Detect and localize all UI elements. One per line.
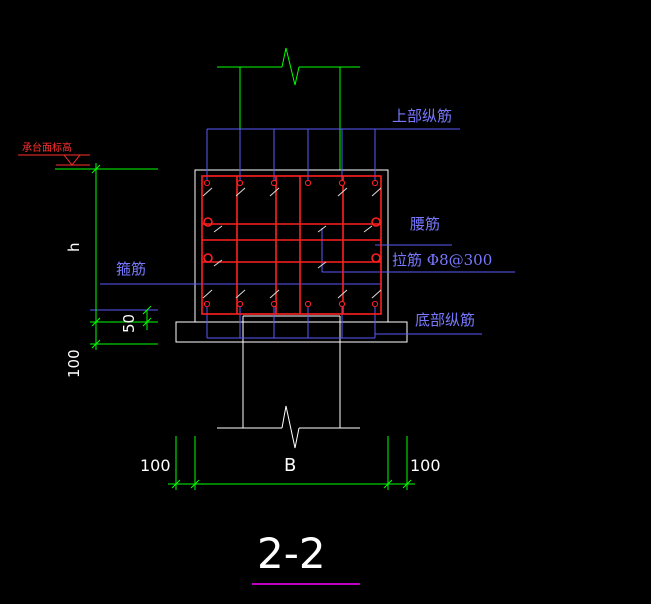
dim-height-h: h <box>65 242 83 252</box>
label-tie-bar: 拉筋 Φ8@300 <box>392 251 492 269</box>
cushion-layer <box>175 315 408 343</box>
dim-width-B: B <box>284 455 296 476</box>
rebar-bottom-row <box>203 300 379 308</box>
rebar-cage <box>201 175 382 315</box>
label-stirrup: 箍筋 <box>116 260 146 278</box>
section-title: 2-2 <box>257 529 326 578</box>
label-top-longitudinal: 上部纵筋 <box>392 107 452 125</box>
label-cap-elevation: 承台面标高 <box>22 141 72 154</box>
left-dimension <box>55 163 158 350</box>
lower-column <box>217 316 360 449</box>
bottom-dimension <box>168 436 415 490</box>
beam-outline <box>194 169 389 323</box>
dim-cover-50: 50 <box>120 314 138 333</box>
dim-cushion-100: 100 <box>65 349 83 378</box>
rebar-ticks <box>202 187 382 299</box>
label-waist-bar: 腰筋 <box>410 215 440 233</box>
annotation-lines <box>90 128 515 339</box>
dim-left-100: 100 <box>140 456 171 475</box>
cap-elevation-symbol <box>18 154 90 166</box>
rebar-top-row <box>203 179 379 187</box>
dim-right-100: 100 <box>410 456 441 475</box>
upper-column <box>217 47 360 170</box>
label-bottom-longitudinal: 底部纵筋 <box>415 311 475 329</box>
